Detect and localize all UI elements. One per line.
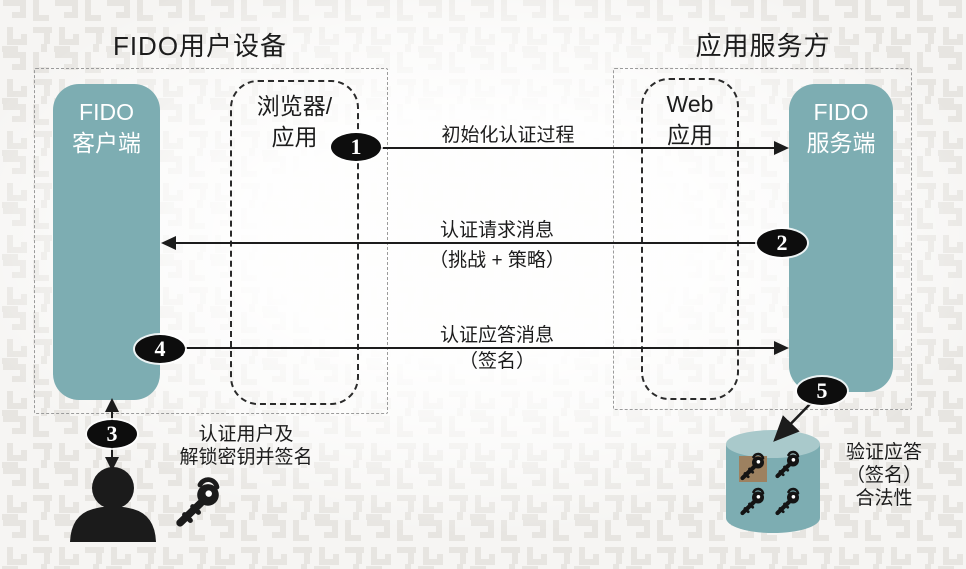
arrow-1-line — [378, 147, 776, 149]
arrow-2-line — [174, 242, 758, 244]
fido-client-label-line2: 客户端 — [72, 130, 141, 156]
arrow-4-line — [182, 347, 776, 349]
step-4-badge: 4 — [135, 335, 185, 363]
browser-app-label-line2: 应用 — [271, 124, 318, 150]
arrow-5 — [773, 401, 813, 442]
step-3-label-line1: 认证用户及 — [198, 424, 294, 445]
browser-app-label-line1: 浏览器/ — [256, 93, 333, 119]
key-icon — [740, 487, 765, 516]
step-1-badge: 1 — [331, 133, 381, 161]
step-4-label: 认证应答消息 — [439, 325, 555, 346]
arrow-2-head-left — [161, 236, 176, 250]
key-icon — [775, 450, 800, 479]
service-provider-boundary — [613, 68, 912, 410]
user-device-boundary — [34, 68, 388, 414]
arrow-3-head-up — [105, 398, 119, 412]
fido-server-label-line1: FIDO — [813, 99, 869, 125]
step-4-sublabel: （签名） — [458, 351, 536, 372]
step-2-label: 认证请求消息 — [439, 220, 555, 241]
arrow-4-head-right — [774, 341, 789, 355]
node-web-app: Web 应用 — [641, 78, 739, 400]
web-app-label-line1: Web — [666, 91, 714, 117]
node-fido-server: FIDO 服务端 — [789, 84, 893, 392]
key-icon — [176, 477, 220, 527]
title-fido-user-device: FIDO用户设备 — [112, 31, 288, 61]
key-icon — [775, 487, 800, 516]
arrow-1-head-right — [774, 141, 789, 155]
step-3-label-line2: 解锁密钥并签名 — [179, 447, 313, 468]
web-app-label-line2: 应用 — [667, 122, 713, 148]
user-icon — [70, 467, 156, 542]
step-5-label-line1: 验证应答 — [845, 442, 923, 463]
key-icon — [740, 452, 765, 481]
step-2-sublabel: （挑战 + 策略） — [429, 250, 565, 271]
step-3-badge: 3 — [87, 420, 137, 448]
title-app-service-provider: 应用服务方 — [695, 31, 831, 61]
step-1-label: 初始化认证过程 — [441, 125, 575, 146]
step-5-badge: 5 — [797, 377, 847, 405]
step-2-badge: 2 — [757, 229, 807, 257]
step-5-label-line2: （签名） — [845, 465, 923, 486]
fido-client-label-line1: FIDO — [79, 99, 134, 125]
fido-server-label-line2: 服务端 — [806, 130, 876, 156]
step-5-label-line3: 合法性 — [855, 488, 913, 509]
